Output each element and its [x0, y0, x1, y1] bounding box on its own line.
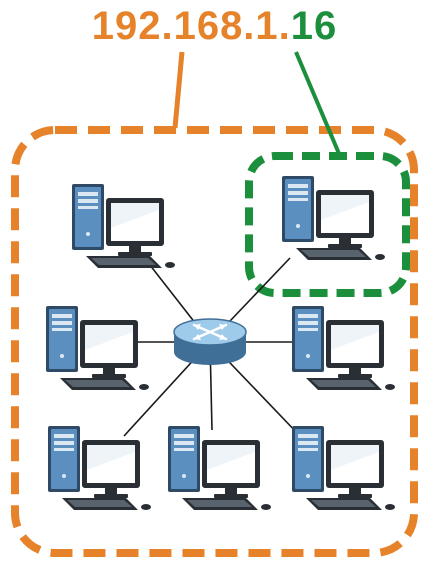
desktop-computer-icon [168, 426, 271, 510]
desktop-computer-icon [292, 306, 395, 390]
host-part-connector [296, 52, 340, 156]
network-switch-icon [174, 319, 246, 365]
desktop-computer-icon [282, 176, 385, 260]
desktop-computer-icon [46, 306, 149, 390]
network-part-connector [175, 52, 182, 128]
desktop-computer-icon [292, 426, 395, 510]
desktop-computer-icon [72, 184, 175, 268]
desktop-computer-icon [48, 426, 151, 510]
